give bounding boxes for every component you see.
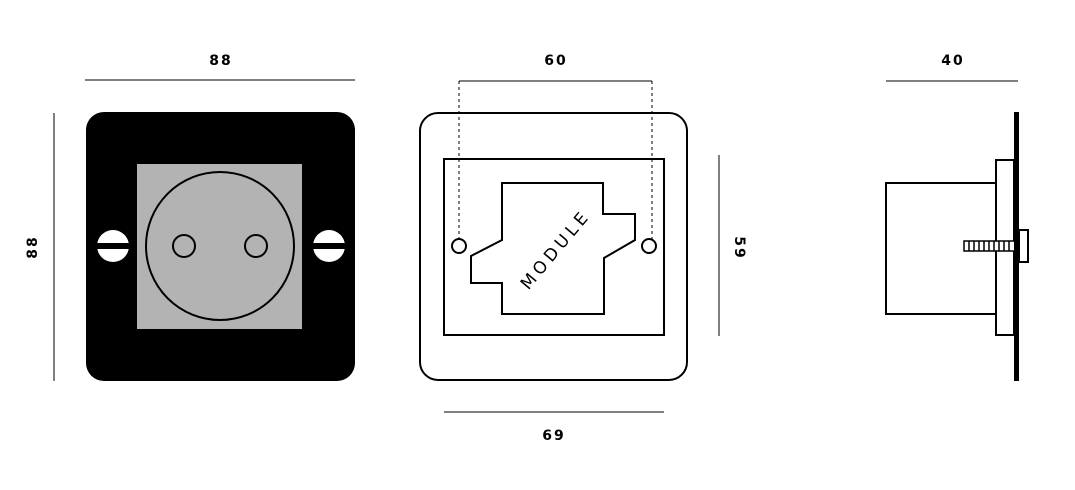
screw-head-right bbox=[312, 230, 346, 262]
socket-insert bbox=[137, 164, 302, 329]
side-plate bbox=[1014, 112, 1019, 381]
mounting-hole-right bbox=[641, 238, 657, 254]
module-width-label: 69 bbox=[542, 428, 565, 444]
screw-head-left bbox=[96, 230, 130, 262]
hole-spacing-label: 60 bbox=[544, 53, 567, 69]
side-depth-label: 40 bbox=[941, 53, 964, 69]
side-view: 40 bbox=[885, 53, 1029, 381]
module-plate-outline bbox=[419, 112, 688, 381]
side-screw bbox=[963, 240, 1018, 252]
front-height-label: 88 bbox=[25, 235, 41, 258]
module-height-label: 59 bbox=[731, 236, 747, 259]
front-view: 88 88 bbox=[25, 53, 355, 381]
mounting-hole-left bbox=[451, 238, 467, 254]
module-view: 60 MODULE 59 69 bbox=[419, 53, 747, 444]
module-label: MODULE bbox=[517, 206, 595, 294]
module-outline bbox=[470, 182, 636, 315]
socket-pin-hole-left bbox=[172, 234, 196, 258]
socket-pin-hole-right bbox=[244, 234, 268, 258]
side-screw-head bbox=[1018, 229, 1029, 263]
socket-face bbox=[145, 171, 295, 321]
front-width-label: 88 bbox=[209, 53, 232, 69]
module-frame bbox=[443, 158, 665, 336]
